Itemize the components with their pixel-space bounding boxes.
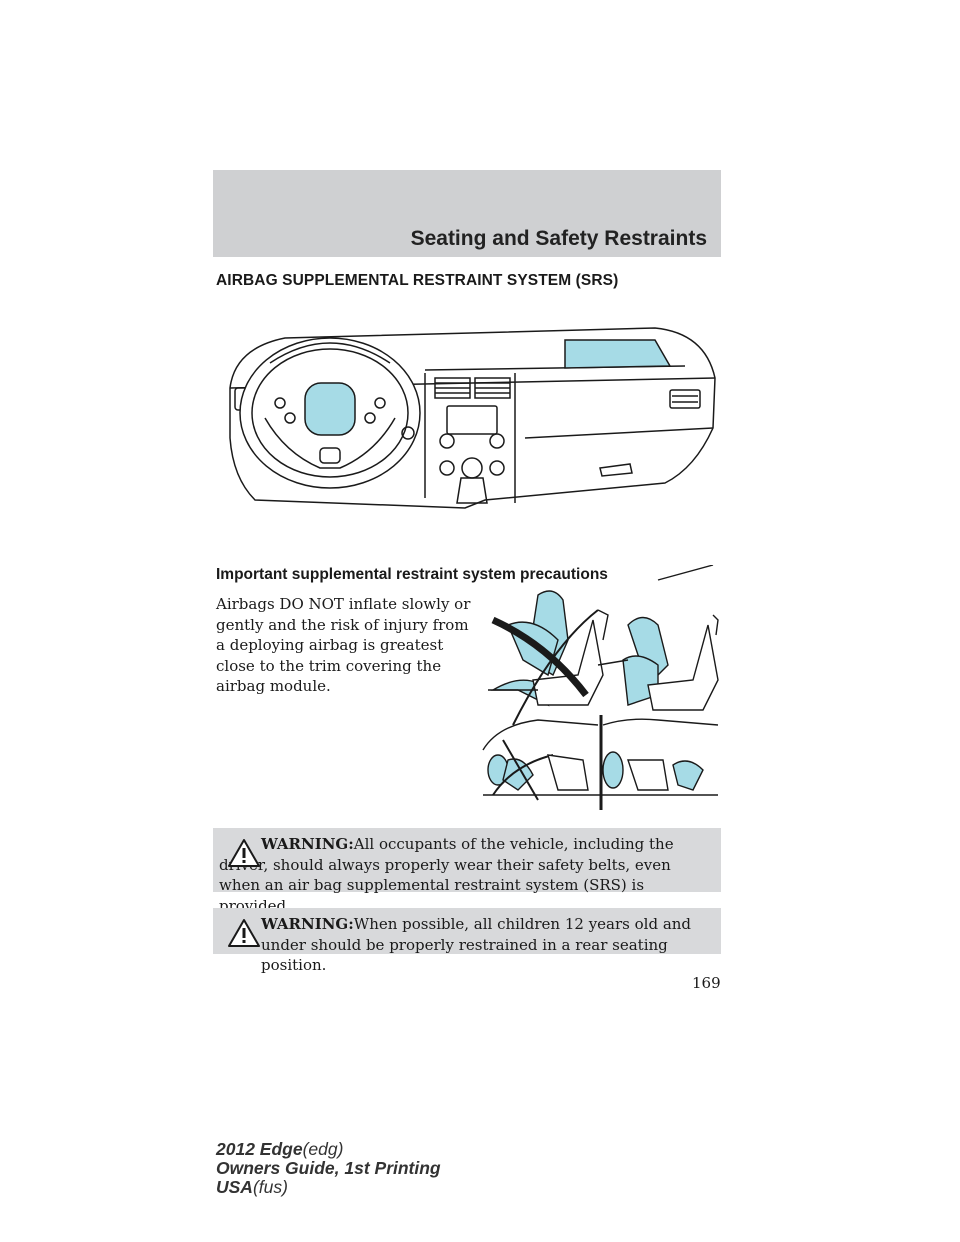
footer-model: 2012 Edge bbox=[216, 1139, 303, 1159]
warning-box-safety-belts: WARNING:All occupants of the vehicle, in… bbox=[213, 828, 721, 915]
warning-body: All occupants of the vehicle, including … bbox=[219, 835, 674, 915]
body-paragraph: Airbags DO NOT inflate slowly or gently … bbox=[216, 595, 471, 695]
footer-model-code: (edg) bbox=[302, 1139, 344, 1159]
warning-label: WARNING: bbox=[261, 915, 354, 933]
page-number: 169 bbox=[692, 974, 721, 992]
footer-market: USA bbox=[216, 1177, 253, 1197]
footer-market-code: (fus) bbox=[252, 1177, 288, 1197]
warning-body: When possible, all children 12 years old… bbox=[261, 915, 692, 974]
section-title: AIRBAG SUPPLEMENTAL RESTRAINT SYSTEM (SR… bbox=[216, 272, 619, 289]
header-title: Seating and Safety Restraints bbox=[410, 227, 707, 250]
subsection-title: Important supplemental restraint system … bbox=[216, 566, 608, 583]
footer-guide: Owners Guide, 1st Printing bbox=[216, 1158, 441, 1178]
header-band: Seating and Safety Restraints bbox=[213, 170, 721, 257]
warning-label: WARNING: bbox=[261, 835, 354, 853]
warning-triangle-icon bbox=[228, 839, 260, 867]
warning-triangle-icon bbox=[228, 919, 260, 947]
warning-text: WARNING:All occupants of the vehicle, in… bbox=[219, 834, 711, 916]
warning-text: WARNING:When possible, all children 12 y… bbox=[219, 914, 711, 976]
dashboard-illustration bbox=[229, 327, 716, 509]
warning-box-children: WARNING:When possible, all children 12 y… bbox=[213, 908, 721, 974]
document-footer: 2012 Edge(edg) Owners Guide, 1st Printin… bbox=[216, 1140, 441, 1197]
occupant-position-illustration bbox=[482, 565, 719, 810]
